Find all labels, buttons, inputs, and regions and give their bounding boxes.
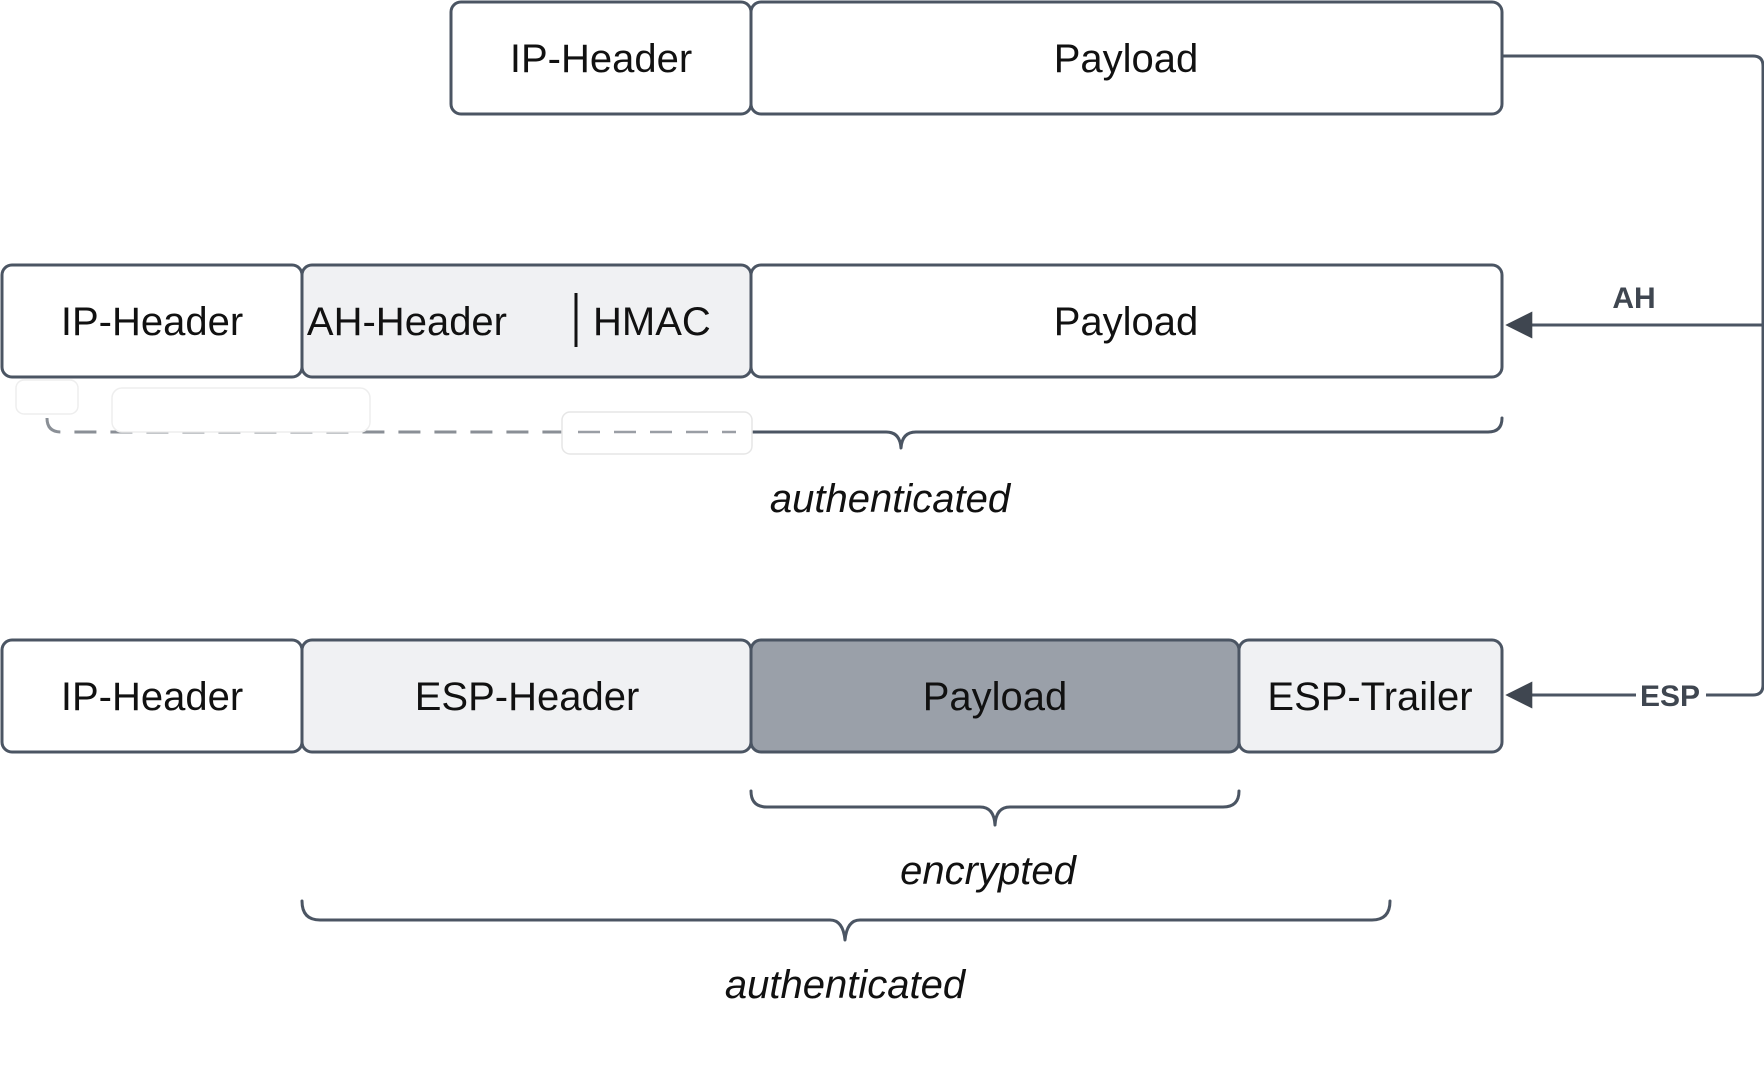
ah-payload-box [749,263,1504,379]
esp-authenticated-label: authenticated [725,963,967,1007]
connector-line [1502,54,1764,697]
esp-ip-header-label: IP-Header [61,675,243,719]
ah-payload-label: Payload [1054,300,1199,344]
esp-trailer-label: ESP-Trailer [1267,675,1472,719]
original-packet: IP-Header Payload [449,0,1504,116]
brace-gap-mask [111,387,371,433]
esp-arrow-label: ESP [1640,680,1700,713]
esp-header-label: ESP-Header [415,675,640,719]
ah-brace-solid-part [738,416,1504,450]
ah-authenticated-brace [15,379,1504,455]
ah-brace-dashed-part [45,417,740,434]
original-payload-label: Payload [1054,37,1199,81]
esp-trailer-box [1237,638,1504,754]
ah-packet: IP-Header AH-Header HMAC Payload [0,263,1504,379]
esp-encrypted-label: encrypted [900,849,1077,893]
hmac-label: HMAC [593,300,711,344]
esp-label-backdrop [1636,675,1704,715]
ah-header-label: AH-Header [307,300,507,344]
esp-packet: IP-Header ESP-Header Payload ESP-Trailer [0,638,1504,754]
ah-ip-header-label: IP-Header [61,300,243,344]
brace-gap-mask [15,379,79,415]
ah-authenticated-label: authenticated [770,477,1012,521]
esp-encrypted-brace [749,789,1241,827]
ah-arrow-label: AH [1612,282,1655,315]
original-payload-box [749,0,1504,116]
esp-authenticated-brace [300,899,1392,942]
original-ip-header-label: IP-Header [510,37,692,81]
esp-payload-label: Payload [923,675,1068,719]
